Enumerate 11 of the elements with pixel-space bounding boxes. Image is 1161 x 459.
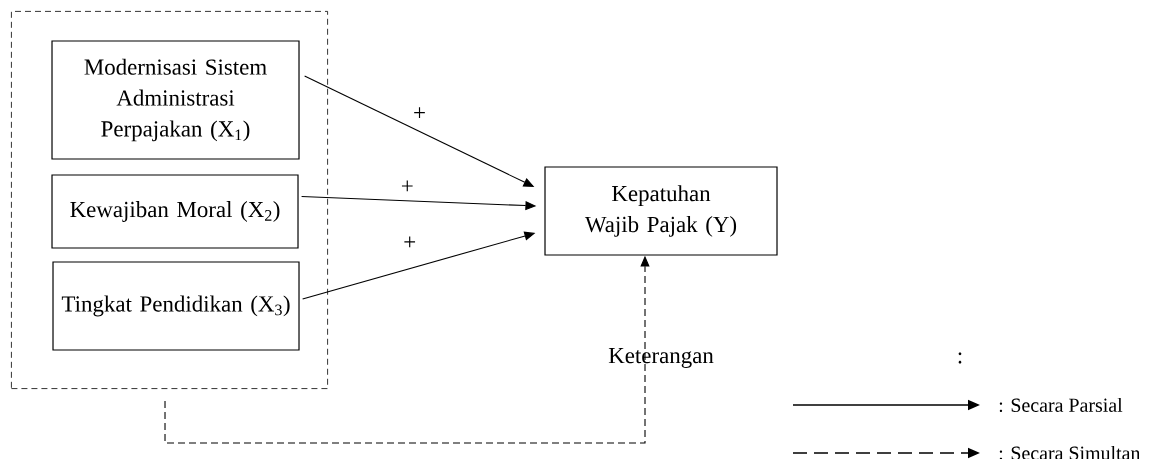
node-box: Tingkat Pendidikan (X$_{3}$): [52, 261, 300, 351]
legend-text: : Secara Parsial: [999, 397, 1123, 413]
legend-heading: :: [958, 352, 962, 364]
node-box: Kewajiban Moral (X$_{2}$): [51, 174, 299, 249]
edge-label: +: [399, 179, 415, 195]
node-box: Modernisasi Sistem Administrasi Perpajakan (X$_{1}$): [51, 40, 300, 160]
edge-label: +: [402, 235, 418, 251]
group-frame: [11, 11, 328, 389]
legend-heading: Keterangan: [608, 348, 714, 368]
edge-label: +: [412, 106, 427, 122]
node-box: Kepatuhan Wajib Pajak (Y): [544, 166, 778, 256]
